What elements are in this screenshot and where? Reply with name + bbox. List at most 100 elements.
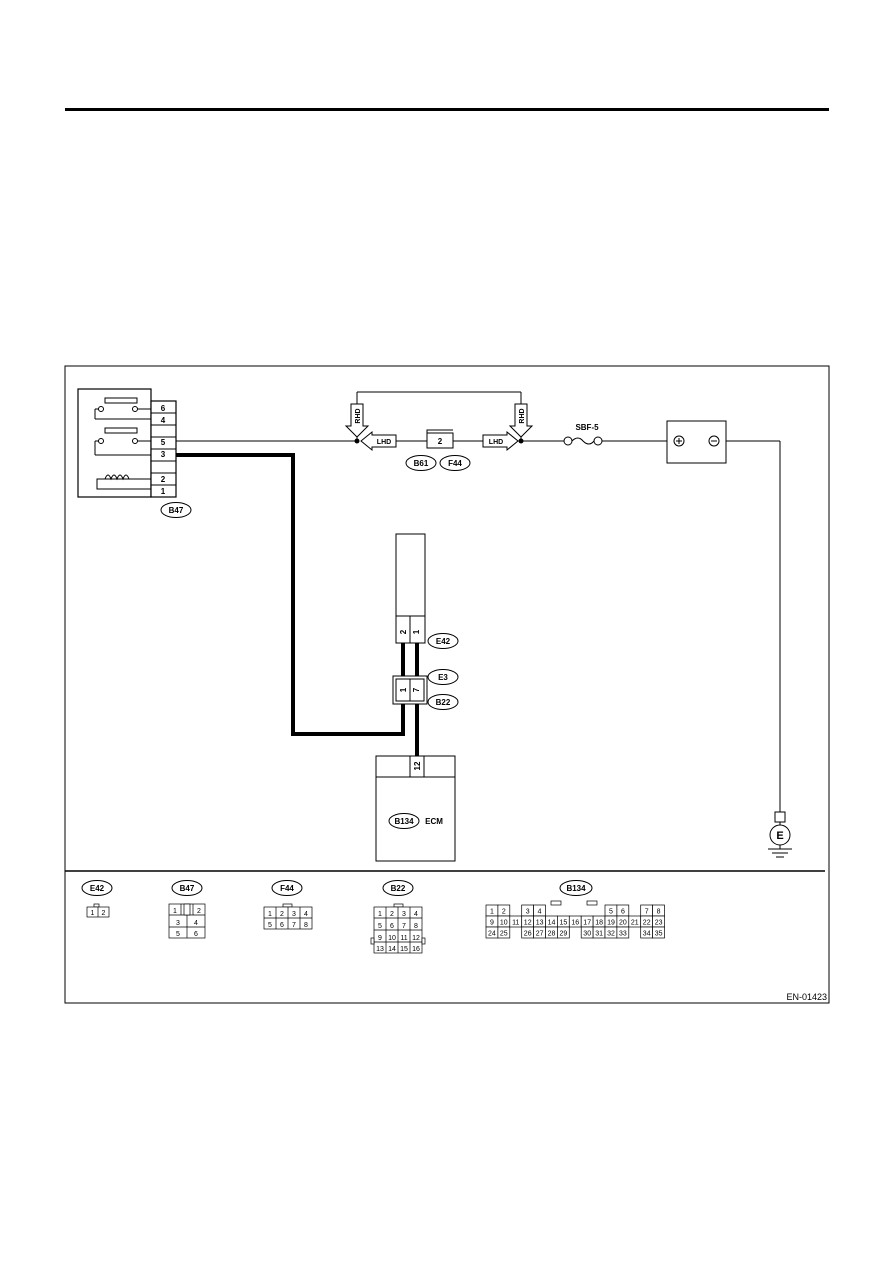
svg-text:B22: B22	[436, 698, 451, 707]
face-badge-f44	[271, 880, 303, 896]
b134-pin-label: 19	[607, 920, 615, 927]
svg-text:7: 7	[402, 923, 406, 930]
svg-text:3: 3	[402, 911, 406, 918]
ground-symbol: E	[768, 811, 792, 858]
b134-pin-label: 16	[571, 920, 579, 927]
lhd-arrow-left: LHD	[360, 430, 397, 452]
b134-pin-label: 11	[512, 920, 519, 927]
joint-connector: 1 7	[392, 675, 428, 705]
svg-text:E42: E42	[436, 637, 451, 646]
svg-text:B134: B134	[566, 884, 586, 893]
svg-text:14: 14	[388, 946, 396, 953]
fuse-sbf5	[563, 436, 603, 446]
b134-pin-cell	[652, 926, 665, 939]
svg-text:2: 2	[399, 629, 408, 634]
main-relay: 6 4 5 3 2 1	[77, 388, 177, 498]
badge-b22	[427, 694, 459, 710]
relay-pin-6: 6	[161, 404, 166, 413]
svg-text:12: 12	[413, 761, 422, 770]
svg-text:RHD: RHD	[355, 408, 362, 423]
b134-pin-label: 28	[548, 931, 556, 938]
svg-text:5: 5	[378, 923, 382, 930]
b134-pin-label: 27	[536, 931, 544, 938]
face-b47: 1 2 3 4 5 6	[168, 903, 206, 939]
b134-pin-label: 35	[655, 931, 663, 938]
svg-text:7: 7	[412, 687, 421, 692]
b134-pin-label: 2	[502, 909, 506, 916]
relay-pin-3: 3	[161, 450, 166, 459]
badge-e42	[427, 633, 459, 649]
svg-text:B134: B134	[394, 817, 414, 826]
b134-pin-label: 34	[643, 931, 651, 938]
svg-text:8: 8	[304, 922, 308, 929]
svg-text:1: 1	[91, 910, 95, 917]
b134-pin-label: 18	[595, 920, 603, 927]
svg-text:2: 2	[390, 911, 394, 918]
svg-text:2: 2	[280, 911, 284, 918]
diagram-frame	[64, 365, 830, 1004]
b134-pin-label: 29	[560, 931, 568, 938]
svg-text:E3: E3	[438, 673, 448, 682]
svg-text:B22: B22	[391, 884, 406, 893]
wire-relay-to-joint	[176, 453, 405, 736]
b134-pin-label: 12	[524, 920, 532, 927]
face-b22: 1 2 3 4 5 6 7 8 9 10 11 12 13 14 15 16	[370, 903, 426, 954]
svg-text:1: 1	[412, 629, 421, 634]
battery	[666, 420, 727, 464]
badge-e3	[427, 669, 459, 685]
badge-b134	[388, 813, 420, 829]
b134-pin-label: 17	[583, 920, 591, 927]
b134-pin-label: 5	[609, 909, 613, 916]
svg-text:1: 1	[399, 687, 408, 692]
relay-badge	[160, 502, 192, 518]
face-badge-e42	[81, 880, 113, 896]
b134-pin-label: 21	[631, 920, 639, 927]
ecm-label: ECM	[425, 817, 443, 826]
face-badge-b134	[559, 880, 593, 896]
b134-pin-label: 24	[488, 931, 496, 938]
svg-text:2: 2	[102, 910, 106, 917]
relay-pin-4: 4	[161, 416, 166, 425]
fuse-label: SBF-5	[575, 423, 599, 432]
svg-text:10: 10	[388, 935, 396, 942]
b134-pin-label: 25	[500, 931, 508, 938]
svg-text:LHD: LHD	[377, 439, 391, 446]
svg-text:E42: E42	[90, 884, 105, 893]
b134-pin-cell	[616, 926, 630, 939]
rhd-arrow-right: RHD	[508, 403, 534, 438]
b134-pin-label: 9	[490, 920, 494, 927]
relay-pin-5: 5	[161, 438, 166, 447]
svg-text:4: 4	[194, 920, 198, 927]
svg-text:8: 8	[414, 923, 418, 930]
face-badge-b47	[171, 880, 203, 896]
b134-pin-label: 6	[621, 909, 625, 916]
svg-text:6: 6	[390, 923, 394, 930]
svg-text:6: 6	[280, 922, 284, 929]
svg-text:9: 9	[378, 935, 382, 942]
header-rule	[65, 108, 829, 111]
b134-pin-label: 13	[536, 920, 544, 927]
svg-text:RHD: RHD	[519, 408, 526, 423]
diagram-code: EN-01423	[786, 992, 827, 1002]
svg-text:11: 11	[400, 935, 407, 942]
b134-pin-label: 1	[490, 909, 494, 916]
mid-connector: 2	[426, 429, 454, 449]
svg-text:B61: B61	[414, 459, 429, 468]
b134-pin-label: 30	[583, 931, 591, 938]
svg-text:5: 5	[268, 922, 272, 929]
svg-text:12: 12	[412, 935, 420, 942]
svg-text:1: 1	[268, 911, 272, 918]
face-f44: 1 2 3 4 5 6 7 8	[263, 903, 313, 930]
b134-pin-label: 26	[524, 931, 532, 938]
relay-pin-1: 1	[161, 487, 166, 496]
svg-text:3: 3	[176, 920, 180, 927]
sensor-e42: 2 1	[395, 533, 426, 644]
lhd-arrow-right: LHD	[482, 430, 519, 452]
badge-b61	[405, 455, 437, 471]
svg-text:5: 5	[176, 931, 180, 938]
svg-text:E: E	[776, 830, 783, 842]
svg-text:1: 1	[173, 908, 177, 915]
b134-pin-label: 20	[619, 920, 627, 927]
